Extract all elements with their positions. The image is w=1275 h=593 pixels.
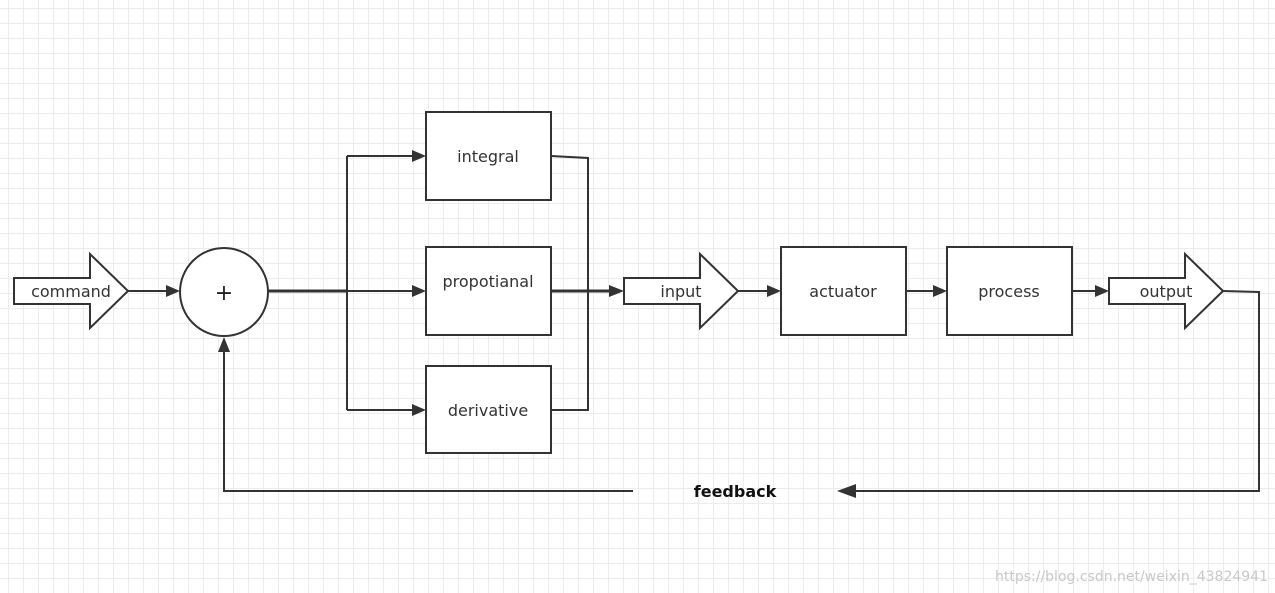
output-block-arrow[interactable] [1108,251,1225,331]
actuator-label: actuator [809,282,877,301]
sum-symbol: + [215,281,233,306]
arrowhead-icon [412,404,426,416]
input-block-arrow[interactable] [623,251,740,331]
arrowhead-icon [837,484,856,498]
arrowhead-icon [166,285,180,297]
actuator-block[interactable] [780,246,907,336]
feedback-return-connector [852,290,1260,492]
watermark-text: https://blog.csdn.net/weixin_43824941 [995,569,1268,585]
process-label: process [978,282,1039,301]
integral-to-merge-connector [550,155,589,411]
proportional-block[interactable] [425,246,552,336]
arrowhead-icon [412,285,426,297]
command-label: command [31,282,111,301]
arrowhead-icon [1095,285,1109,297]
output-label: output [1140,282,1193,301]
arrowhead-icon [218,337,230,352]
derivative-label: derivative [448,401,528,420]
arrowhead-icon [767,285,781,297]
integral-label: integral [457,147,519,166]
proportional-label: propotianal [442,272,533,291]
arrowhead-icon [609,285,624,297]
feedback-to-sum-connector [223,350,633,492]
feedback-label: feedback [694,482,777,501]
arrowhead-icon [933,285,947,297]
arrowhead-icon [412,150,426,162]
integral-block[interactable] [425,111,552,201]
command-block-arrow[interactable] [13,251,130,331]
derivative-block[interactable] [425,365,552,454]
input-label: input [660,282,701,301]
